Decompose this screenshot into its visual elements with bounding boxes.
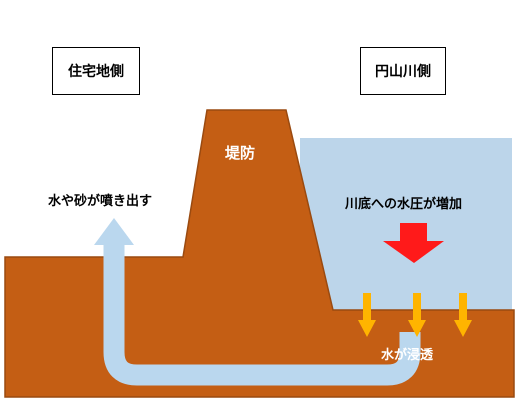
seepage-label: 水が浸透: [381, 348, 434, 363]
residential-side-label: 住宅地側: [52, 47, 140, 95]
seepage-arrow-icon: [358, 293, 376, 337]
seepage-flow-path: [103, 240, 421, 386]
seepage-arrow-icon: [454, 293, 472, 337]
seepage-arrow-icon: [408, 293, 426, 337]
sand-boil-label: 水や砂が噴き出す: [48, 194, 153, 209]
pressure-arrow-icon: [383, 223, 444, 263]
levee-label: 堤防: [225, 144, 256, 162]
water-pressure-label: 川底への水圧が増加: [345, 197, 463, 212]
river-side-label: 円山川側: [360, 47, 446, 95]
flow-up-arrowhead-icon: [94, 218, 134, 245]
ground-and-levee: [4, 109, 515, 398]
